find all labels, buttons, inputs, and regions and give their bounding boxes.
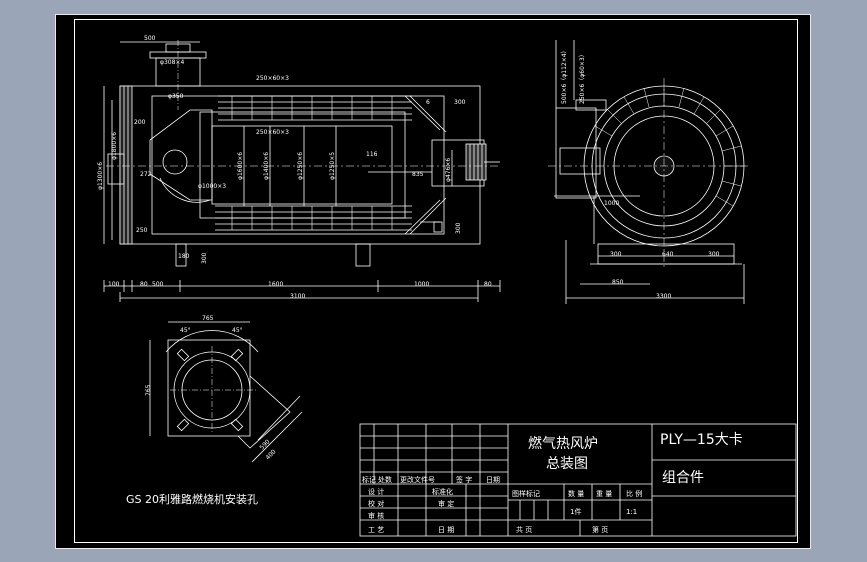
bolt-slot-3 [176, 418, 190, 432]
dim-total-3100: 3100 [290, 293, 305, 300]
dim-bottom-500: 500 [152, 281, 164, 288]
dim-pipe-350: φ350 [168, 93, 184, 100]
dim-left-272: 272 [140, 171, 152, 178]
dim-side-1000: 1000 [604, 200, 619, 207]
dim-left-250: 250 [136, 227, 148, 234]
drawing-number: PLY—15大卡 [660, 432, 743, 448]
drawing-title-line2: 总装图 [546, 456, 588, 472]
dim-pipe-250x60: 250×60×3 [256, 75, 289, 82]
rev-header-3: 签 字 [456, 475, 472, 484]
dim-flange-308: φ308×4 [160, 59, 184, 66]
dim-dia-1300: φ1300×6 [97, 162, 104, 190]
row-approve: 审 定 [438, 499, 454, 508]
dim-dia-1800: φ1800×6 [111, 132, 118, 160]
upper-brick-rows [218, 95, 412, 121]
dim-plate-45a: 45° [180, 327, 191, 334]
left-end-plate [119, 85, 133, 245]
dim-plate-765w: 765 [202, 315, 214, 322]
dim-right-6: 6 [426, 99, 430, 106]
plate-diag-edge [237, 375, 291, 449]
inlet-port [162, 149, 188, 175]
dim-side-850: 850 [612, 279, 624, 286]
pieces-value: 1件 [570, 507, 581, 516]
dim-plate-590: 590 [258, 438, 271, 451]
dim-plate-45b: 45° [232, 327, 243, 334]
front-view [103, 40, 501, 302]
dim-plate-400: 400 [264, 448, 277, 461]
dim-dia-1000: φ1000×3 [198, 183, 226, 190]
dim-left-200: 200 [134, 119, 146, 126]
scale-value: 1:1 [626, 508, 637, 516]
lower-brick-rows [215, 205, 412, 231]
dim-bottom-80b: 80 [484, 281, 492, 288]
sheet-number: 第 页 [592, 525, 608, 534]
burner-grille [465, 143, 487, 181]
dim-dia-1250: φ1250×6 [297, 152, 304, 180]
dim-side-300b: 300 [708, 251, 720, 258]
rev-header-1: 处数 [378, 475, 392, 484]
side-duct [555, 107, 597, 199]
row-design: 设 计 [368, 487, 384, 496]
dim-plate-765h: 765 [145, 384, 152, 396]
dim-foot-300: 300 [201, 252, 208, 264]
row-date: 日 期 [438, 526, 454, 534]
dim-bottom-1600: 1600 [268, 281, 283, 288]
dim-dia-476: φ476×6 [445, 158, 452, 182]
dim-116: 116 [366, 151, 378, 158]
bolt-slot-4 [230, 418, 244, 432]
dim-bottom-1000: 1000 [414, 281, 429, 288]
right-cone-upper [404, 95, 441, 131]
hdr-quantity: 数 量 [568, 489, 584, 498]
plate-caption: GS 20利雅路燃烧机安装孔 [126, 492, 258, 506]
left-foot [175, 243, 187, 267]
dim-side-3300: 3300 [656, 293, 671, 300]
bolt-slot-2 [230, 348, 244, 362]
row-process: 工 艺 [368, 526, 384, 534]
dim-bottom-100: 100 [108, 281, 120, 288]
inlet-elbow [149, 109, 213, 201]
dim-pipe-250x60-b: 250×60×3 [256, 129, 289, 136]
dim-side-v2: 250×6（φ60×3） [579, 51, 586, 104]
row-check: 校 对 [368, 499, 384, 508]
dim-side-640: 640 [662, 251, 674, 258]
right-cone-lower [404, 199, 441, 235]
side-view [548, 40, 750, 304]
hdr-pattern-mark: 图样标记 [512, 489, 540, 498]
hdr-scale: 比 例 [626, 489, 642, 498]
dim-dia-1600: φ1600×6 [237, 152, 244, 180]
bolt-slot-1 [176, 348, 190, 362]
dim-835: 835 [412, 171, 424, 178]
drawing-frame [74, 19, 798, 543]
dim-side-300a: 300 [610, 251, 622, 258]
drum-ribs [594, 86, 744, 207]
dim-bottom-80: 80 [140, 281, 148, 288]
dim-500-top: 500 [144, 35, 156, 42]
plate-view [149, 321, 303, 463]
dim-foot-180: 180 [178, 253, 190, 260]
row-review: 审 核 [368, 511, 384, 520]
dim-dia-1250b: φ1250×5 [329, 152, 336, 180]
side-inlet [107, 153, 125, 185]
title-block [359, 423, 797, 537]
rev-header-0: 标记 [362, 475, 376, 484]
part-name: 组合件 [662, 470, 704, 486]
drawing-title-line1: 燃气热风炉 [528, 435, 598, 452]
rev-header-2: 更改文件号 [400, 475, 435, 484]
sheets-total: 共 页 [516, 525, 532, 534]
right-foot [355, 243, 371, 267]
row-standard: 标准化 [432, 487, 453, 496]
dim-right-300: 300 [454, 99, 466, 106]
dim-dia-1400: φ1400×6 [263, 152, 270, 180]
hdr-weight: 重 量 [596, 490, 612, 498]
rev-header-4: 日期 [486, 476, 500, 484]
dim-foot-300b: 300 [455, 222, 462, 234]
dim-side-v1: 500×6（φ112×4） [561, 47, 568, 104]
